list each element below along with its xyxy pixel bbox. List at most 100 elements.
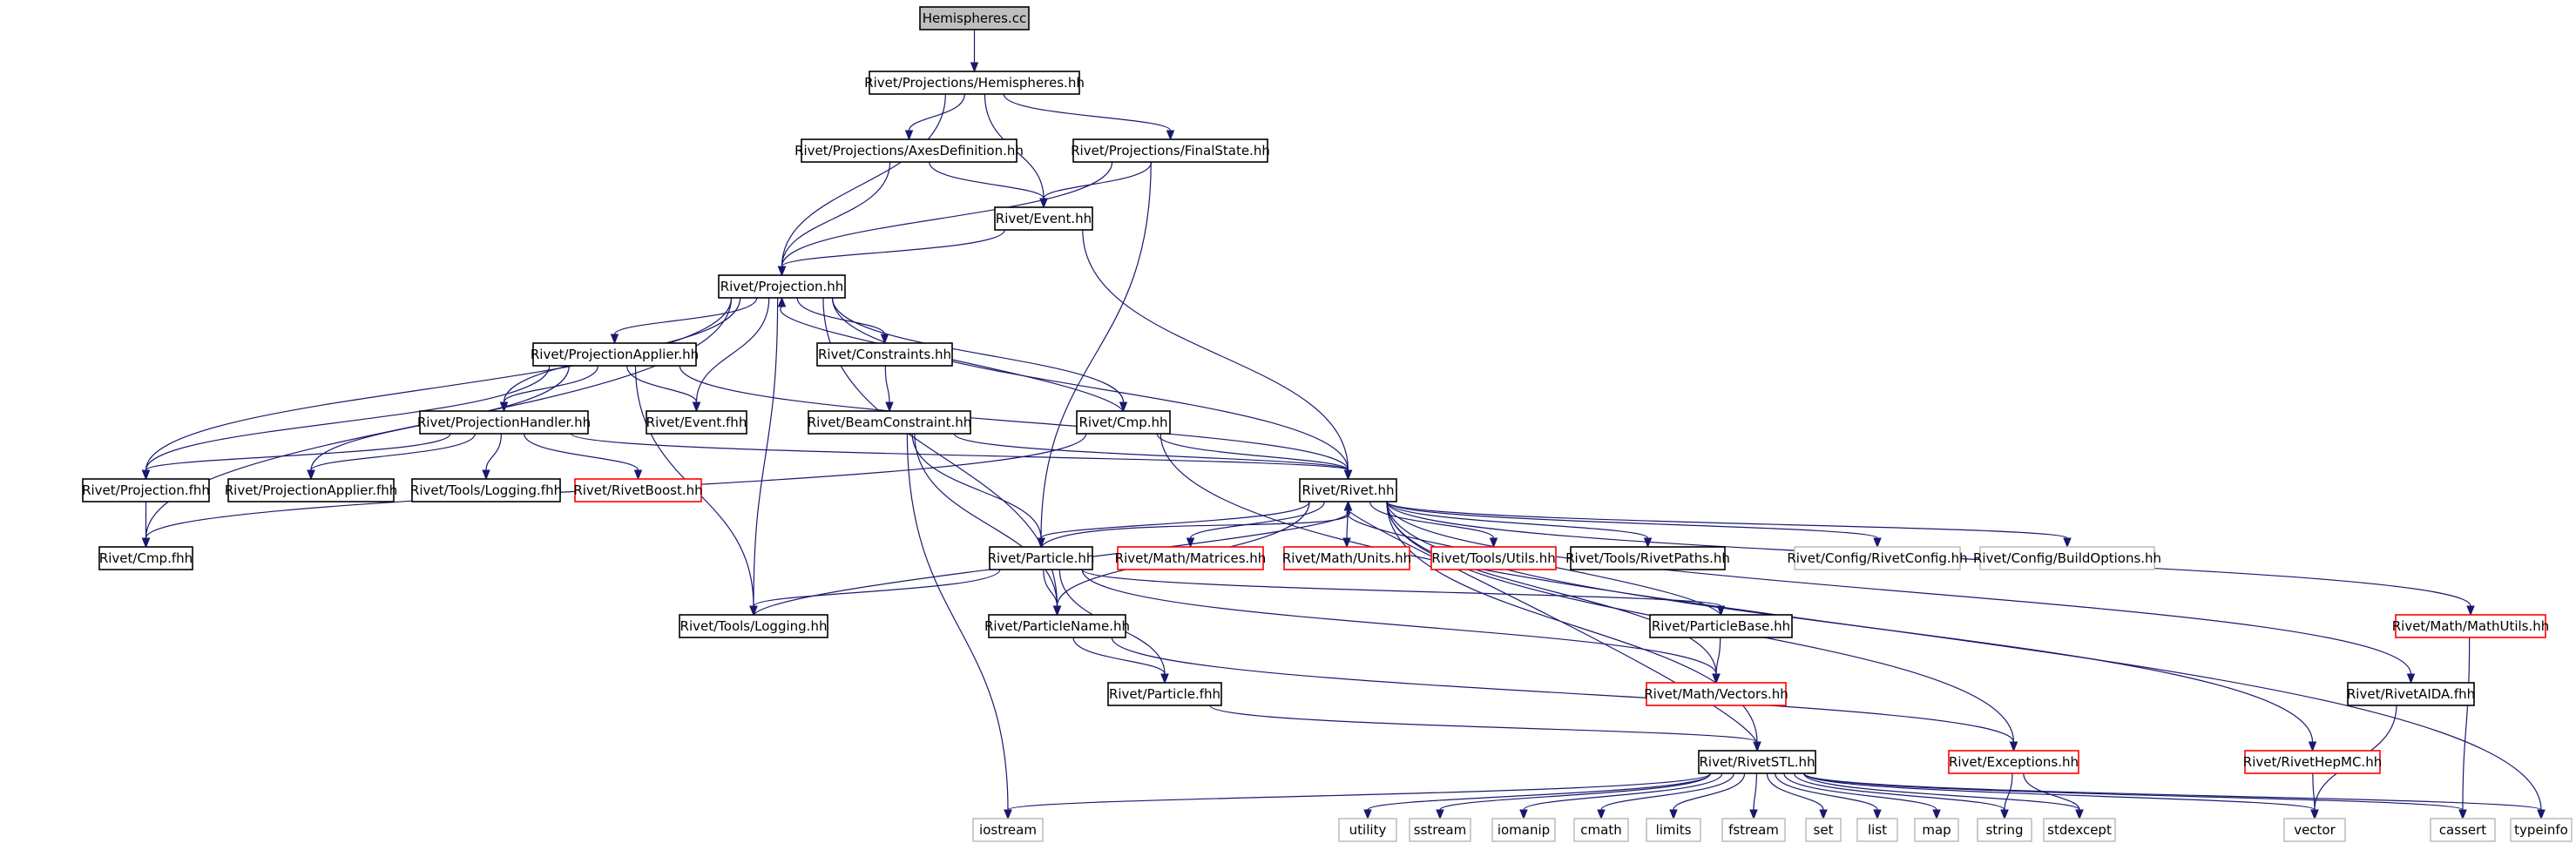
node-string[interactable]: string: [1977, 818, 2032, 842]
node-label: Rivet/RivetAIDA.fhh: [2347, 686, 2475, 702]
node-rivetconfig_hh[interactable]: Rivet/Config/RivetConfig.hh: [1787, 546, 1968, 570]
node-mathutils_hh[interactable]: Rivet/Math/MathUtils.hh: [2392, 614, 2550, 638]
edge-rivetstl_hh-to-map: [1783, 772, 1941, 820]
node-projhandler_hh[interactable]: Rivet/ProjectionHandler.hh: [417, 410, 591, 435]
edge-arrowhead: [2009, 741, 2018, 752]
node-proj_hemispheres[interactable]: Rivet/Projections/Hemispheres.hh: [864, 71, 1085, 95]
edge-line: [503, 365, 599, 403]
node-box: [994, 206, 1093, 231]
node-set[interactable]: set: [1805, 818, 1842, 842]
edge-line: [1072, 637, 1166, 675]
edge-arrowhead: [1519, 809, 1528, 820]
node-projection_hh[interactable]: Rivet/Projection.hh: [718, 274, 846, 299]
node-rivetstl_hh[interactable]: Rivet/RivetSTL.hh: [1698, 750, 1816, 774]
edge-line: [1439, 772, 1711, 811]
node-stdexcept[interactable]: stdexcept: [2043, 818, 2116, 842]
node-box: [1646, 682, 1787, 706]
edge-line: [884, 365, 890, 403]
edge-arrowhead: [749, 605, 758, 617]
node-utility[interactable]: utility: [1338, 818, 1397, 842]
edge-line: [1794, 772, 2005, 811]
node-logging_hh[interactable]: Rivet/Tools/Logging.hh: [679, 614, 828, 638]
edge-line: [1803, 772, 2542, 811]
node-iostream[interactable]: iostream: [972, 818, 1044, 842]
node-cmp_fhh[interactable]: Rivet/Cmp.fhh: [98, 546, 193, 570]
edge-arrowhead: [1819, 809, 1828, 820]
node-constraints_hh[interactable]: Rivet/Constraints.hh: [816, 342, 953, 367]
node-label: Rivet/RivetHepMC.hh: [2243, 754, 2382, 770]
node-event_fhh[interactable]: Rivet/Event.fhh: [646, 410, 747, 435]
node-vectors_hh[interactable]: Rivet/Math/Vectors.hh: [1644, 682, 1788, 706]
edge-line: [1003, 93, 1172, 132]
edge-arrowhead: [482, 469, 490, 481]
edge-line: [1386, 501, 1717, 675]
node-fstream[interactable]: fstream: [1721, 818, 1786, 842]
node-rivethepmc_hh[interactable]: Rivet/RivetHepMC.hh: [2243, 750, 2382, 774]
node-label: Rivet/Exceptions.hh: [1949, 754, 2079, 770]
edge-line: [1111, 637, 2015, 743]
node-vector[interactable]: vector: [2283, 818, 2346, 842]
edge-arrowhead: [2537, 809, 2546, 820]
edge-arrowhead: [1342, 537, 1351, 549]
edge-line: [914, 433, 1058, 607]
edge-rivetstl_hh-to-limits: [1669, 772, 1746, 820]
edge-rivetstl_hh-to-stdexcept: [1803, 772, 2084, 820]
node-rivetpaths_hh[interactable]: Rivet/Tools/RivetPaths.hh: [1565, 546, 1730, 570]
node-matrices_hh[interactable]: Rivet/Math/Matrices.hh: [1115, 546, 1267, 570]
node-typeinfo[interactable]: typeinfo: [2510, 818, 2573, 842]
node-limits[interactable]: limits: [1646, 818, 1701, 842]
node-event_hh[interactable]: Rivet/Event.hh: [994, 206, 1093, 231]
node-label: typeinfo: [2514, 822, 2568, 838]
node-list[interactable]: list: [1856, 818, 1898, 842]
node-map[interactable]: map: [1914, 818, 1959, 842]
node-particlebase_hh[interactable]: Rivet/ParticleBase.hh: [1649, 614, 1793, 638]
edge-arrowhead: [904, 130, 914, 141]
node-particle_fhh[interactable]: Rivet/Particle.fhh: [1107, 682, 1222, 706]
node-cmath[interactable]: cmath: [1573, 818, 1629, 842]
node-beamconstraint_hh[interactable]: Rivet/BeamConstraint.hh: [808, 410, 972, 435]
node-proj_finalstate[interactable]: Rivet/Projections/FinalState.hh: [1071, 138, 1270, 163]
node-particle_hh[interactable]: Rivet/Particle.hh: [988, 546, 1095, 570]
node-box: [227, 478, 395, 502]
node-utils_hh[interactable]: Rivet/Tools/Utils.hh: [1430, 546, 1557, 570]
node-units_hh[interactable]: Rivet/Math/Units.hh: [1282, 546, 1411, 570]
edge-line: [1386, 501, 2412, 675]
node-cmp_hh[interactable]: Rivet/Cmp.hh: [1076, 410, 1171, 435]
node-cassert[interactable]: cassert: [2430, 818, 2496, 842]
edge-arrowhead: [1186, 537, 1195, 549]
edge-arrowhead: [1436, 809, 1444, 820]
edge-arrowhead: [1932, 809, 1941, 820]
node-projapplier_fhh[interactable]: Rivet/ProjectionApplier.fhh: [225, 478, 398, 502]
node-projection_fhh[interactable]: Rivet/Projection.fhh: [82, 478, 210, 502]
edge-arrowhead: [2406, 673, 2416, 685]
node-iomanip[interactable]: iomanip: [1491, 818, 1556, 842]
node-projapplier_hh[interactable]: Rivet/ProjectionApplier.hh: [531, 342, 699, 367]
edge-arrowhead: [880, 334, 889, 345]
node-label: Rivet/Particle.fhh: [1109, 686, 1220, 702]
node-rivetaida_fhh[interactable]: Rivet/RivetAIDA.fhh: [2347, 682, 2475, 706]
node-sstream[interactable]: sstream: [1409, 818, 1471, 842]
edge-rivet_hh-to-utils_hh: [1369, 501, 1498, 549]
node-label: Rivet/Projection.fhh: [82, 482, 210, 498]
node-label: Rivet/Tools/Utils.hh: [1431, 550, 1555, 566]
node-box: [869, 71, 1080, 95]
node-proj_axesdef[interactable]: Rivet/Projections/AxesDefinition.hh: [794, 138, 1024, 163]
node-particlename_hh[interactable]: Rivet/ParticleName.hh: [984, 614, 1130, 638]
node-logging_fhh[interactable]: Rivet/Tools/Logging.fhh: [410, 478, 562, 502]
node-rivet_hh[interactable]: Rivet/Rivet.hh: [1299, 478, 1397, 502]
node-label: fstream: [1728, 822, 1779, 838]
edge-arrowhead: [1160, 673, 1169, 685]
node-box: [1698, 750, 1816, 774]
node-box: [1117, 546, 1264, 570]
edge-rivet_hh-to-particle_hh: [1037, 501, 1310, 549]
node-rivetboost_hh[interactable]: Rivet/RivetBoost.hh: [573, 478, 703, 502]
edge-arrowhead: [141, 469, 151, 481]
edge-arrowhead: [1669, 809, 1678, 820]
edge-line: [753, 569, 1001, 607]
node-exceptions_hh[interactable]: Rivet/Exceptions.hh: [1948, 750, 2079, 774]
node-label: map: [1922, 822, 1951, 838]
edge-arrowhead: [2000, 809, 2009, 820]
node-hemispheres_cc[interactable]: Hemispheres.cc: [919, 6, 1030, 30]
node-buildoptions_hh[interactable]: Rivet/Config/BuildOptions.hh: [1973, 546, 2161, 570]
node-label: Rivet/Projection.hh: [720, 279, 844, 294]
